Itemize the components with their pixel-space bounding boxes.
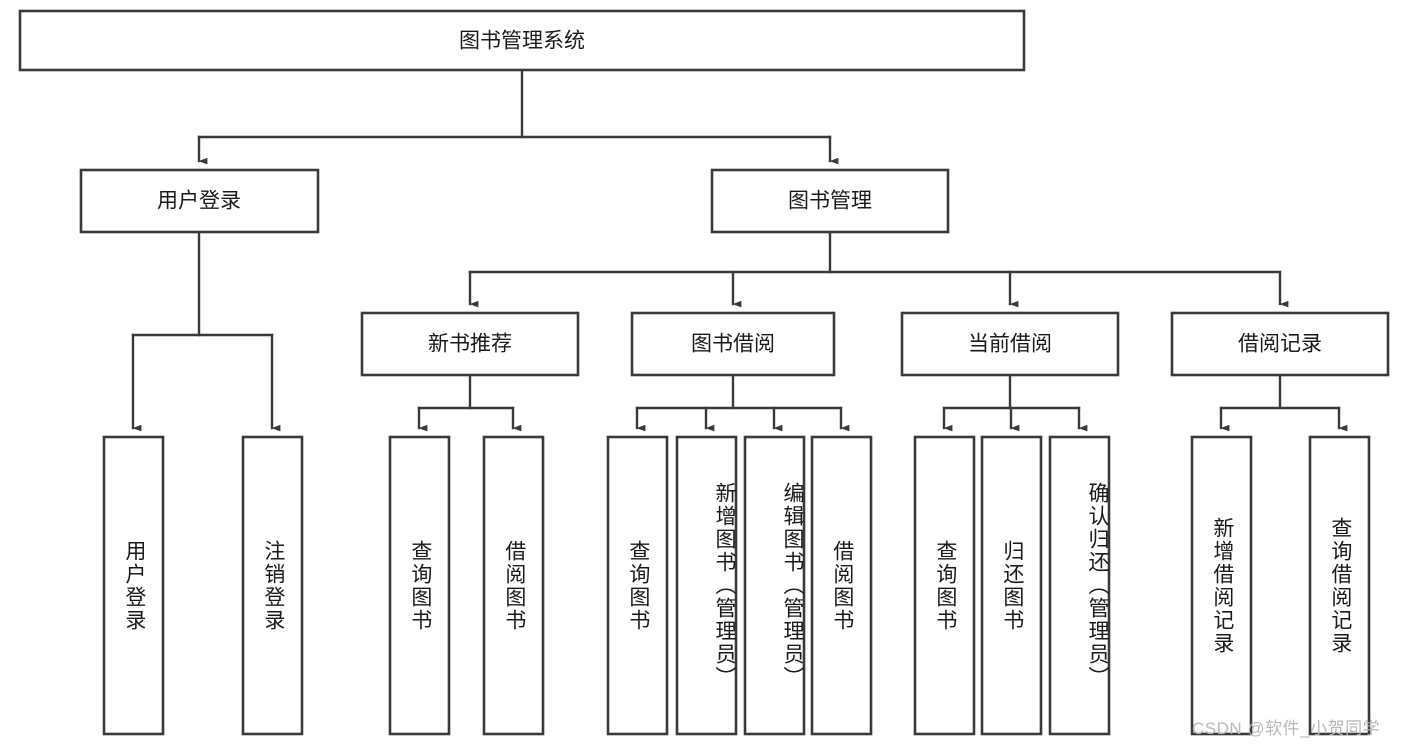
leaf-box-group [102, 435, 1371, 736]
connector-group-book-manage [468, 230, 1289, 308]
node-book-manage-box[interactable] [710, 168, 950, 234]
leaf-box-confirm-return-admin[interactable] [1048, 435, 1111, 736]
csdn-watermark: CSDN @软件_小贺同学 [1192, 719, 1381, 738]
node-root-label: 图书管理系统 [459, 30, 585, 53]
node-book-borrow-box[interactable] [630, 311, 836, 377]
connector-group-current-borrow [942, 373, 1088, 432]
connector-group-borrow-record [1219, 373, 1348, 432]
leaf-box-user-login[interactable] [102, 435, 165, 736]
leaf-box-query-book-cb[interactable] [913, 435, 976, 736]
leaf-box-add-borrow-record[interactable] [1190, 435, 1253, 736]
node-current-borrow-label: 当前借阅 [968, 333, 1052, 356]
node-borrow-record-label: 借阅记录 [1238, 333, 1322, 356]
leaf-box-return-book[interactable] [980, 435, 1043, 736]
leaf-box-logout[interactable] [241, 435, 304, 736]
connector-group-user-login [131, 230, 281, 432]
node-current-borrow-box[interactable] [900, 311, 1120, 377]
connector-group-new-book-rec [417, 373, 522, 432]
leaf-box-query-book-nbr[interactable] [388, 435, 451, 736]
node-new-book-rec-box[interactable] [360, 311, 580, 377]
leaf-box-query-book-bb[interactable] [606, 435, 669, 736]
connector-group-book-borrow [635, 373, 850, 432]
node-root-box[interactable] [18, 9, 1026, 72]
leaf-box-add-book-admin[interactable] [675, 435, 738, 736]
node-borrow-record-box[interactable] [1170, 311, 1390, 377]
leaf-box-edit-book-admin[interactable] [743, 435, 806, 736]
node-user-login-box[interactable] [79, 168, 320, 234]
node-book-manage-label: 图书管理 [788, 190, 872, 213]
connector-group-root [197, 68, 839, 165]
leaf-box-query-borrow-record[interactable] [1308, 435, 1371, 736]
node-new-book-rec-label: 新书推荐 [428, 333, 512, 356]
node-user-login-label: 用户登录 [157, 190, 241, 213]
leaf-box-borrow-book-nbr[interactable] [482, 435, 545, 736]
leaf-box-borrow-book-bb[interactable] [810, 435, 873, 736]
node-book-borrow-label: 图书借阅 [691, 333, 775, 356]
